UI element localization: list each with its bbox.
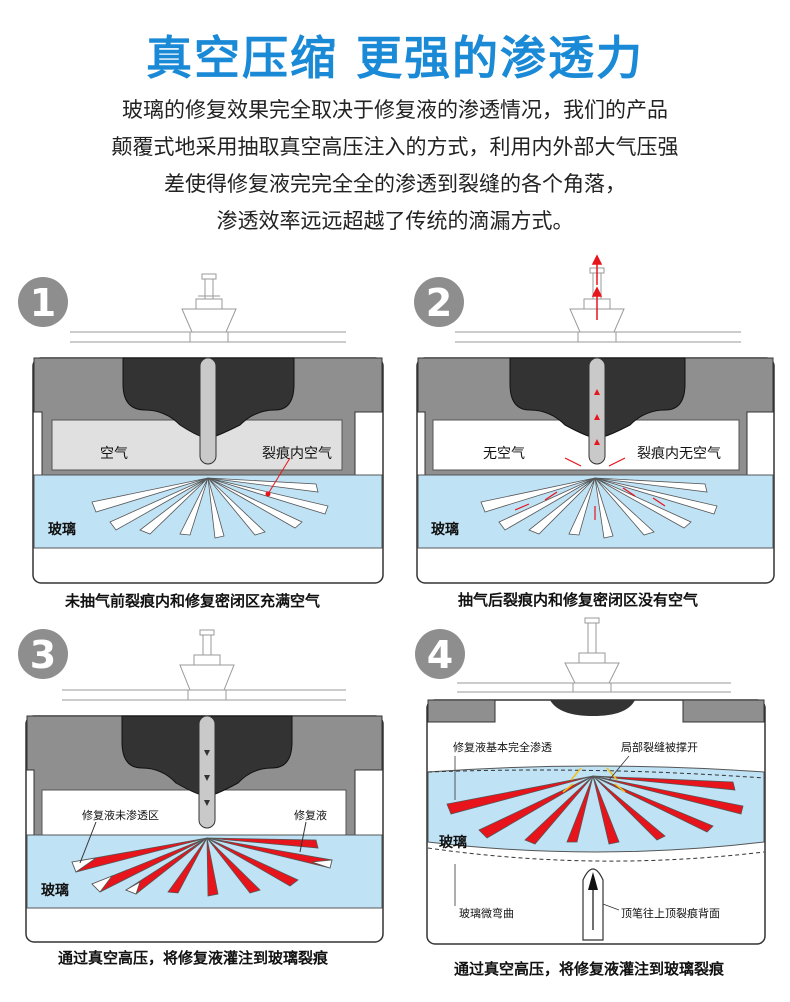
diagram-step-1: 1 — [0, 0, 395, 620]
leader-line — [608, 755, 630, 781]
device-housing-right — [682, 699, 765, 723]
label-glass: 玻璃 — [48, 522, 76, 538]
step-number-circle — [18, 277, 68, 327]
up-arrows — [591, 254, 603, 320]
intro-line: 颠覆式地采用抽取真空高压注入的方式，利用内外部大气压强 — [111, 135, 679, 159]
leader-line — [299, 821, 307, 853]
caption-step-3: 通过真空高压，将修复液灌注到玻璃裂痕 — [58, 949, 329, 967]
up-arrow — [588, 872, 598, 890]
intro-line: 渗透效率远远超越了传统的滴漏方式。 — [216, 209, 574, 233]
step-number: 4 — [427, 633, 453, 677]
step-1-illustration: 1 — [18, 273, 384, 584]
label-air: 空气 — [100, 446, 128, 462]
step-3-illustration: 3 — [18, 629, 384, 943]
crack-lines — [91, 477, 329, 539]
unfilled-tips — [71, 857, 333, 895]
label-no-air: 无空气 — [483, 446, 525, 462]
label-resin: 修复液 — [294, 809, 327, 822]
step-number-circle — [414, 277, 464, 327]
diagram-step-4: 4 — [395, 0, 790, 1002]
tube-up-arrows — [594, 389, 600, 445]
intro-line: 玻璃的修复效果完全取决于修复液的渗透情况，我们的产品 — [122, 98, 668, 122]
injector-tube — [199, 357, 217, 465]
yellow-spread-arrows — [562, 767, 626, 793]
label-pen-pushes: 顶笔往上顶裂痕背面 — [621, 907, 720, 920]
syringe — [70, 273, 346, 343]
caption-step-1: 未抽气前裂痕内和修复密闭区充满空气 — [65, 592, 321, 610]
injector-tube — [588, 357, 606, 465]
intro-paragraph: 玻璃的修复效果完全取决于修复液的渗透情况，我们的产品 颠覆式地采用抽取真空高压注… — [0, 92, 790, 240]
diagram-step-3: 3 — [18, 629, 384, 967]
step-number: 1 — [30, 281, 56, 325]
label-glass: 玻璃 — [439, 835, 467, 851]
label-mostly-penetrated: 修复液基本完全渗透 — [453, 741, 552, 754]
resin-filled-cracks — [71, 837, 333, 897]
label-glass-bend: 玻璃微弯曲 — [459, 907, 514, 920]
label-glass: 玻璃 — [431, 522, 459, 538]
diagram-step-2: 2 — [395, 0, 790, 620]
tube-down-arrows — [204, 750, 210, 806]
leader-line — [267, 457, 291, 495]
page-title: 真空压缩 更强的渗透力 — [145, 31, 644, 85]
glass-bend-line — [427, 847, 765, 862]
leader-line — [79, 821, 97, 864]
caption-step-4: 通过真空高压，将修复液灌注到玻璃裂痕 — [454, 960, 725, 978]
glass-bend-line — [427, 769, 765, 779]
step-2-illustration: 2 — [414, 254, 775, 584]
syringe — [457, 617, 731, 693]
injector-tube — [198, 715, 216, 829]
glass-layer — [427, 765, 765, 853]
step-4-illustration: 4 — [415, 617, 766, 945]
label-unpenetrated-zone: 修复液未渗透区 — [82, 809, 159, 822]
leader-line — [602, 903, 620, 911]
device-housing-left — [427, 699, 496, 723]
step-number-circle — [415, 629, 465, 679]
suction-cup — [550, 700, 635, 716]
step-number: 2 — [426, 281, 452, 325]
step-number: 3 — [30, 633, 56, 677]
label-air-in-crack: 裂痕内空气 — [262, 446, 332, 462]
intro-line: 差使得修复液完完全全的渗透到裂缝的各个角落， — [164, 172, 626, 196]
label-crack-opened: 局部裂缝被撑开 — [621, 741, 698, 754]
label-glass: 玻璃 — [41, 883, 69, 899]
syringe — [62, 629, 346, 701]
step-number-circle — [18, 629, 68, 679]
evacuation-arrows — [514, 457, 666, 520]
crack-lines — [480, 477, 718, 539]
label-no-air-in-crack: 裂痕内无空气 — [637, 446, 721, 462]
caption-step-2: 抽气后裂痕内和修复密闭区没有空气 — [458, 591, 699, 609]
glass-layer — [26, 834, 383, 909]
